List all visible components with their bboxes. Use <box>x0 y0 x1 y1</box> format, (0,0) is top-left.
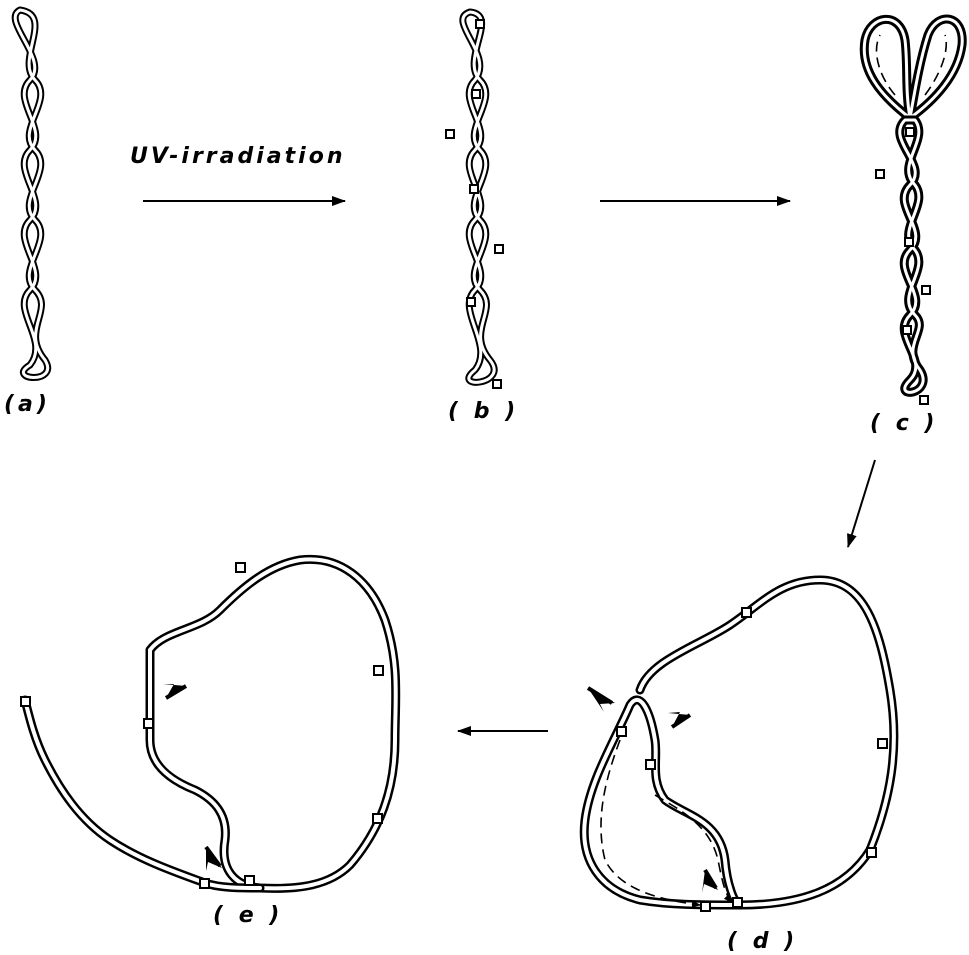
panel-c-helix <box>864 19 962 404</box>
pyrimidine-dimer <box>878 739 887 748</box>
pyrimidine-dimer <box>470 185 478 193</box>
pyrimidine-dimer <box>493 380 501 388</box>
panel-b-helix <box>446 12 503 388</box>
pyrimidine-dimer <box>701 902 710 911</box>
pyrimidine-dimer <box>906 128 914 136</box>
pyrimidine-dimer <box>495 245 503 253</box>
pyrimidine-dimer <box>472 90 480 98</box>
arrow-c-to-d <box>848 460 875 547</box>
pyrimidine-dimer <box>617 727 626 736</box>
pyrimidine-dimer <box>374 666 383 675</box>
uv-irradiation-caption: UV-irradiation <box>130 144 345 169</box>
pyrimidine-dimer <box>144 719 153 728</box>
pyrimidine-dimer <box>646 760 655 769</box>
pyrimidine-dimer <box>920 396 928 404</box>
pyrimidine-dimer <box>236 563 245 572</box>
pyrimidine-dimer <box>922 286 930 294</box>
panel-e-ring <box>21 559 396 888</box>
pyrimidine-dimer <box>476 20 484 28</box>
pyrimidine-dimer <box>903 326 911 334</box>
panel-c-label: ( c ) <box>870 411 938 436</box>
pyrimidine-dimer <box>742 608 751 617</box>
panel-a-label: (a) <box>4 392 51 417</box>
panel-a-helix <box>15 10 47 378</box>
pyrimidine-dimer <box>876 170 884 178</box>
pyrimidine-dimer <box>245 876 254 885</box>
pyrimidine-dimer <box>200 879 209 888</box>
pyrimidine-dimer <box>467 298 475 306</box>
pyrimidine-dimer <box>867 848 876 857</box>
panel-b-label: ( b ) <box>448 399 519 424</box>
pyrimidine-dimer <box>733 898 742 907</box>
pyrimidine-dimer <box>905 238 913 246</box>
pyrimidine-dimer <box>446 130 454 138</box>
panel-d-label: ( d ) <box>727 929 798 954</box>
panel-d-ring <box>584 580 894 911</box>
panel-e-label: ( e ) <box>213 903 283 928</box>
pyrimidine-dimer <box>373 814 382 823</box>
pyrimidine-dimer <box>21 697 30 706</box>
